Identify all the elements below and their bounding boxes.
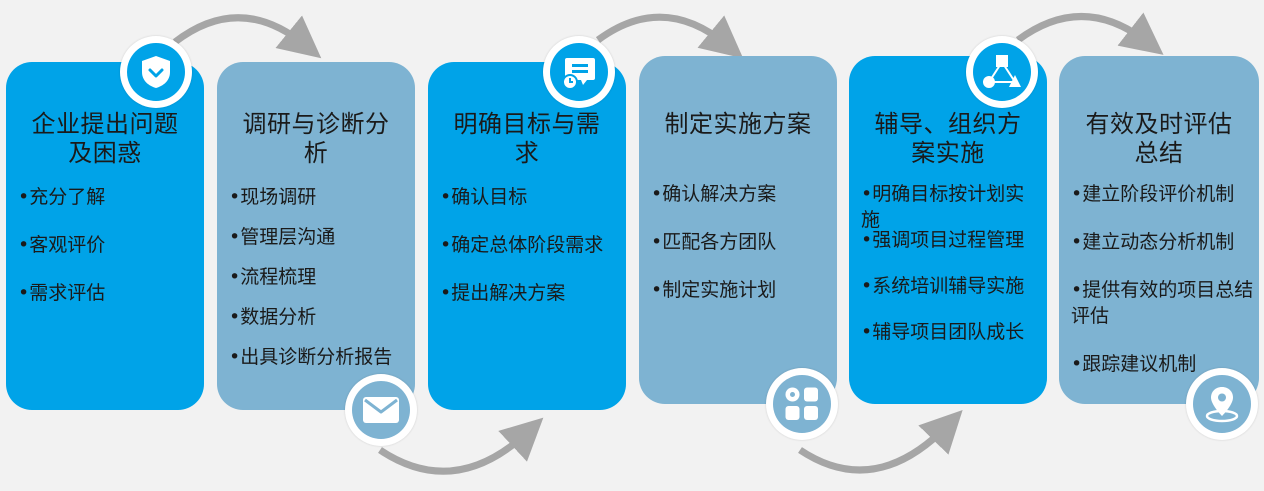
step-badge-6 xyxy=(1186,368,1258,440)
step-title: 明确目标与需求 xyxy=(436,110,618,168)
top-arrow-1 xyxy=(172,14,322,59)
step-badge-5 xyxy=(966,36,1038,108)
step-title-line: 案实施 xyxy=(911,139,985,167)
network-shapes-icon xyxy=(973,43,1031,101)
step-title: 制定实施方案 xyxy=(647,110,829,139)
step-title-line: 调研与诊断分 xyxy=(242,110,390,138)
envelope-icon xyxy=(352,381,410,439)
step-badge-4 xyxy=(766,368,838,440)
step-item: 匹配各方团队 xyxy=(651,229,833,255)
step-title-line: 有效及时评估 xyxy=(1085,110,1233,138)
step-item: 建立阶段评价机制 xyxy=(1071,181,1255,207)
app-grid-icon xyxy=(773,375,831,433)
step-badge-3 xyxy=(543,36,615,108)
shield-check-icon xyxy=(127,43,185,101)
location-pin-icon xyxy=(1193,375,1251,433)
step-card-2: 调研与诊断分析现场调研管理层沟通流程梳理数据分析出具诊断分析报告 xyxy=(217,62,415,410)
step-badge-2 xyxy=(345,374,417,446)
step-card-3: 明确目标与需求确认目标确定总体阶段需求提出解决方案 xyxy=(428,62,626,410)
step-item: 确定总体阶段需求 xyxy=(440,232,622,258)
step-item: 数据分析 xyxy=(229,304,411,330)
step-title-line: 求 xyxy=(514,139,540,167)
step-title-line: 制定实施方案 xyxy=(664,110,812,138)
step-card-5: 辅导、组织方案实施明确目标按计划实施强调项目过程管理系统培训辅导实施辅导项目团队… xyxy=(849,56,1047,404)
top-arrow-3 xyxy=(1015,12,1164,55)
step-title: 有效及时评估总结 xyxy=(1067,110,1251,168)
step-item: 跟踪建议机制 xyxy=(1071,351,1255,377)
step-item: 建立动态分析机制 xyxy=(1071,229,1255,255)
step-item: 需求评估 xyxy=(18,280,200,306)
step-item: 出具诊断分析报告 xyxy=(229,344,411,370)
step-title-line: 总结 xyxy=(1134,139,1184,167)
step-item: 明确目标按计划实施 xyxy=(861,181,1043,233)
step-card-1: 企业提出问题及困惑充分了解客观评价需求评估 xyxy=(6,62,204,410)
step-item: 系统培训辅导实施 xyxy=(861,273,1043,299)
step-title: 企业提出问题及困惑 xyxy=(14,110,196,168)
step-item: 客观评价 xyxy=(18,232,200,258)
step-item: 充分了解 xyxy=(18,184,200,210)
step-title-line: 辅导、组织方 xyxy=(874,110,1022,138)
step-item: 现场调研 xyxy=(229,184,411,210)
step-card-4: 制定实施方案确认解决方案匹配各方团队制定实施计划 xyxy=(639,56,837,404)
step-item: 确认目标 xyxy=(440,184,622,210)
step-item: 强调项目过程管理 xyxy=(861,227,1043,253)
step-title-line: 企业提出问题 xyxy=(31,110,179,138)
step-item: 确认解决方案 xyxy=(651,181,833,207)
step-item: 制定实施计划 xyxy=(651,277,833,303)
step-item: 流程梳理 xyxy=(229,264,411,290)
step-title-line: 析 xyxy=(303,139,329,167)
bottom-arrow-1 xyxy=(378,417,544,475)
step-badge-1 xyxy=(120,36,192,108)
step-title: 辅导、组织方案实施 xyxy=(857,110,1039,168)
step-item: 提供有效的项目总结评估 xyxy=(1071,277,1255,329)
step-title-line: 及困惑 xyxy=(68,139,142,167)
step-item: 辅导项目团队成长 xyxy=(861,319,1043,345)
step-title: 调研与诊断分析 xyxy=(225,110,407,168)
chat-clock-icon xyxy=(550,43,608,101)
step-card-6: 有效及时评估总结建立阶段评价机制建立动态分析机制提供有效的项目总结评估跟踪建议机… xyxy=(1059,56,1259,404)
step-title-line: 明确目标与需 xyxy=(453,110,601,138)
top-arrow-2 xyxy=(595,13,744,59)
step-item: 提出解决方案 xyxy=(440,280,622,306)
step-item: 管理层沟通 xyxy=(229,224,411,250)
bottom-arrow-2 xyxy=(798,409,963,474)
